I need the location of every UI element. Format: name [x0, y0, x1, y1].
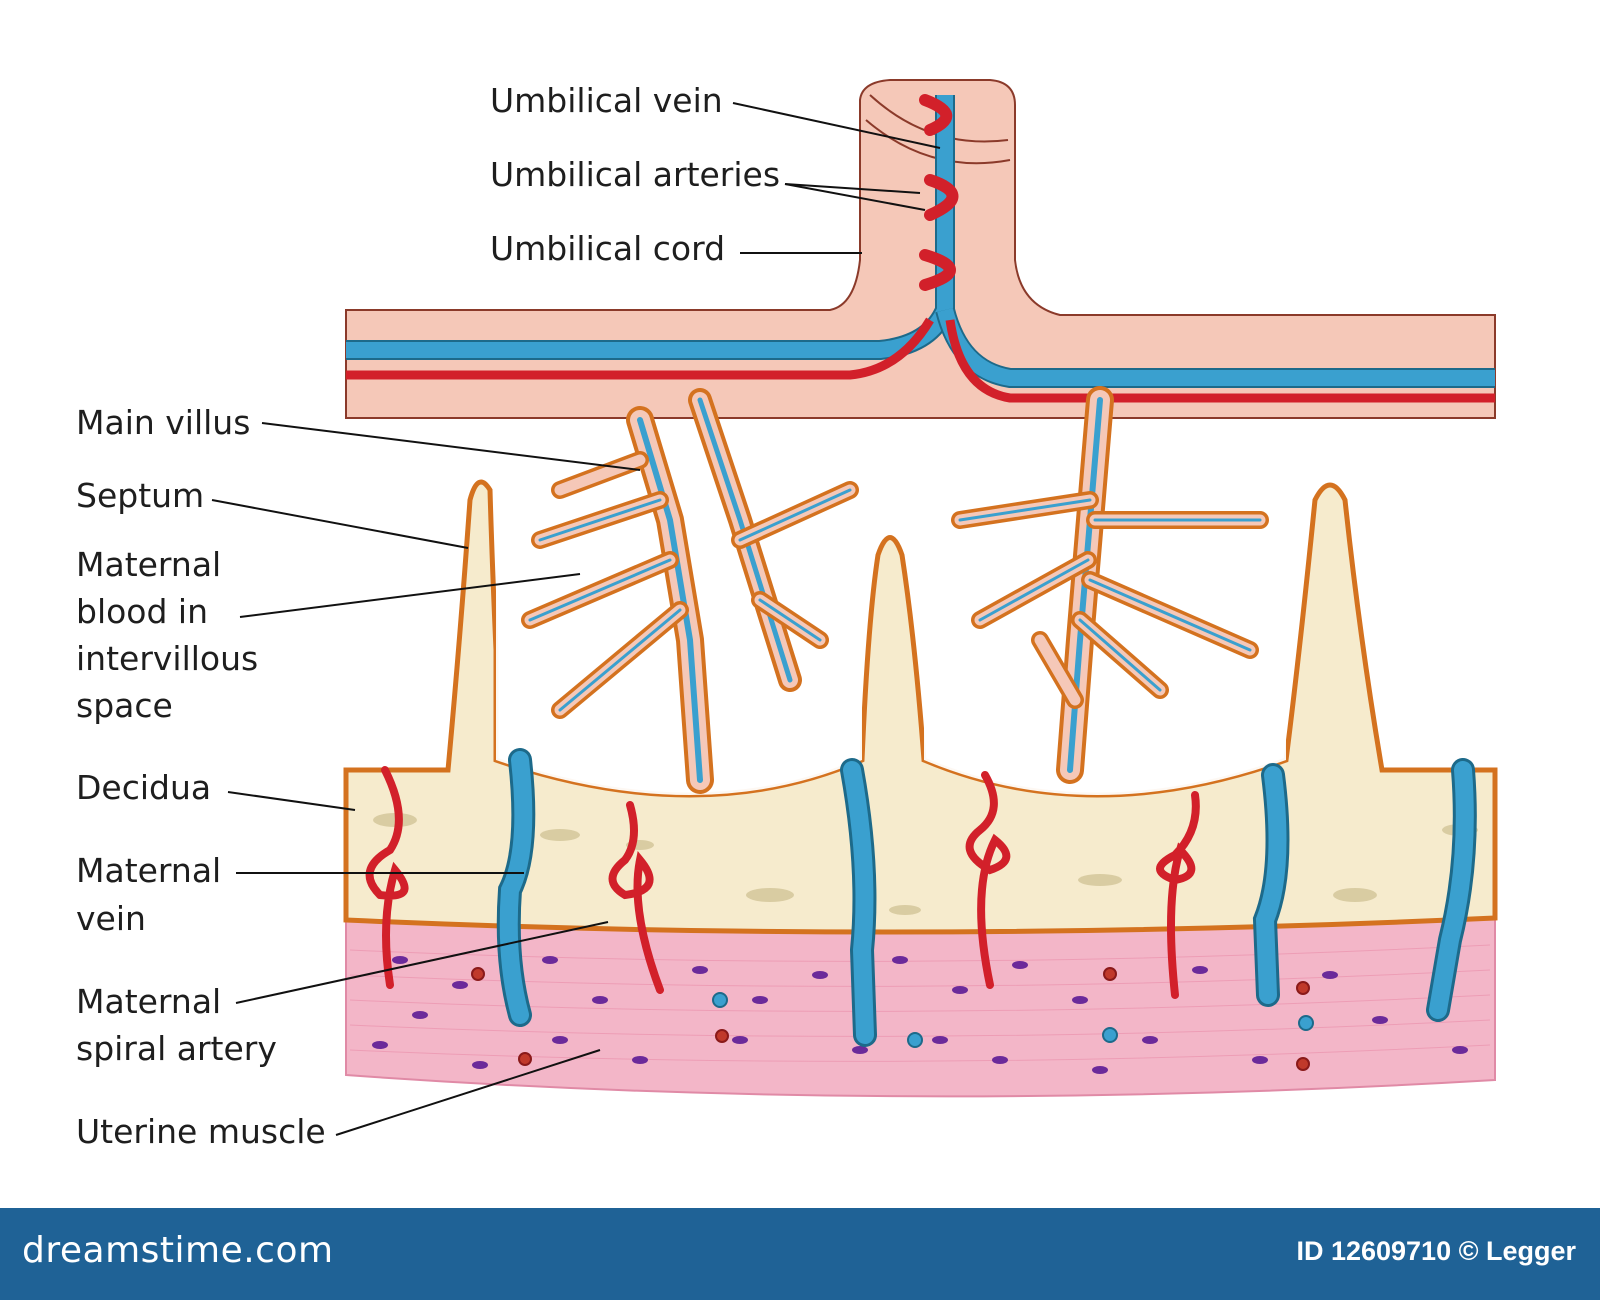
umbilical-vessels [346, 94, 1495, 403]
maternal-spiral-arteries [365, 766, 1200, 999]
label-decidua: Decidua [76, 768, 211, 807]
placenta-diagram: Umbilical vein Umbilical arteries Umbili… [76, 79, 1498, 1151]
uterine-muscle-layer [345, 913, 1496, 1098]
labels: Umbilical vein Umbilical arteries Umbili… [76, 81, 780, 1151]
villus-tree-left [521, 388, 859, 794]
villus-tree-right [951, 386, 1269, 784]
label-umbilical-cord: Umbilical cord [490, 229, 725, 268]
label-maternal-blood-line-2: blood in [76, 592, 208, 631]
label-maternal-spiral-artery-line-1: Maternal [76, 982, 221, 1021]
label-maternal-blood-line-3: intervillous [76, 639, 258, 678]
label-uterine-muscle: Uterine muscle [76, 1112, 326, 1151]
footer-bar: dreamstime.com ID 12609710 © Legger [0, 1208, 1600, 1300]
label-umbilical-arteries: Umbilical arteries [490, 155, 780, 194]
label-septum: Septum [76, 476, 204, 515]
label-maternal-blood-line-1: Maternal [76, 545, 221, 584]
label-main-villus: Main villus [76, 403, 250, 442]
label-maternal-blood-line-4: space [76, 686, 173, 725]
footer-brand: dreamstime.com [22, 1230, 334, 1271]
label-maternal-spiral-artery-line-2: spiral artery [76, 1029, 277, 1068]
maternal-veins [496, 748, 1477, 1047]
label-maternal-vein-line-2: vein [76, 899, 146, 938]
footer-credit: ID 12609710 © Legger [1296, 1236, 1576, 1266]
chorionic-plate [345, 79, 1496, 419]
label-maternal-vein-line-1: Maternal [76, 851, 221, 890]
label-umbilical-vein: Umbilical vein [490, 81, 723, 120]
leader-lines [211, 102, 941, 1136]
